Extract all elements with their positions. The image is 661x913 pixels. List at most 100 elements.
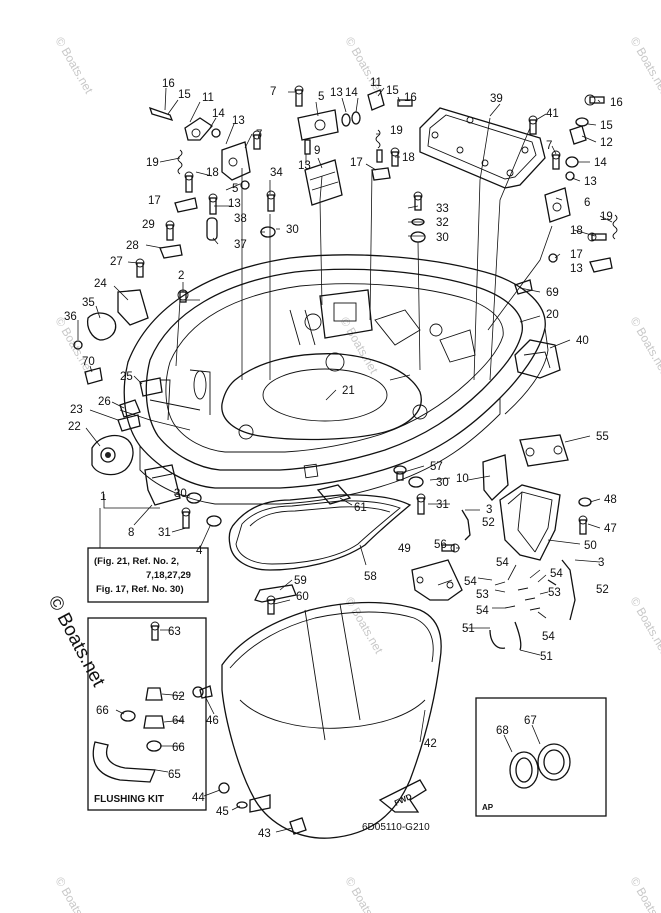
callout: 9 [314,145,320,157]
watermark: © Boats.net [342,875,386,913]
callout: 14 [345,87,358,99]
callout: 25 [120,371,133,383]
callout: 44 [192,792,205,804]
callout: 65 [168,769,181,781]
flushing-kit-label: FLUSHING KIT [94,794,164,805]
watermark: © Boats.net [337,315,381,377]
callout: 55 [596,431,609,443]
callout: 68 [496,725,509,737]
callout: 7 [256,129,262,141]
leader-lines [77,87,613,833]
callout: 49 [398,543,411,555]
callout: 15 [386,85,399,97]
callout: 31 [158,527,171,539]
callout: 15 [178,89,191,101]
callout: 56 [434,539,447,551]
callout: 46 [206,715,219,727]
callouts: 16 15 11 14 13 7 19 18 5 13 17 38 34 29 … [64,77,623,840]
part-40-grommet [514,339,561,379]
upper-right-hardware [514,94,618,295]
watermark: © Boats.net [52,35,96,97]
callout: 63 [168,626,181,638]
callout: 53 [476,589,489,601]
callout: 20 [546,309,559,321]
left-side-parts [73,289,222,529]
callout: 27 [110,256,123,268]
callout: 13 [232,115,245,127]
callout: 70 [82,356,95,368]
callout: 17 [570,249,583,261]
callout: 10 [456,473,469,485]
part-61 [316,484,352,505]
callout: 29 [142,219,155,231]
part-39-plate [419,107,546,189]
drawing-code: 6D05110-G210 [362,822,430,833]
callout: 41 [546,108,559,120]
right-side-parts [393,434,592,651]
callout: 14 [212,108,225,120]
top-cowling [192,584,442,839]
callout: 54 [464,576,477,588]
callout: 16 [162,78,175,90]
callout: 33 [436,203,449,215]
callout: 15 [600,120,613,132]
fwd-label: FWD [393,792,414,808]
callout: 21 [342,385,355,397]
fwd-arrow: FWD [378,779,427,813]
callout: 64 [172,715,185,727]
callout: 66 [96,705,109,717]
callout: 50 [584,540,597,552]
callout: 66 [172,742,185,754]
callout: 18 [402,152,415,164]
callout: 43 [258,828,271,840]
callout: 54 [550,568,563,580]
watermark: © Boats.net [627,35,661,97]
callout: 37 [234,239,247,251]
callout: 48 [604,494,617,506]
callout: 23 [70,404,83,416]
callout: 38 [234,213,247,225]
callout: 42 [424,738,437,750]
callout: 11 [370,77,382,89]
bottom-cowling [119,254,549,505]
reference-note: (Fig. 21, Ref. No. 2, 7,18,27,29 Fig. 17… [87,547,209,603]
callout: 4 [196,545,203,557]
callout: 51 [540,651,553,663]
ap-box: AP [475,697,607,817]
callout: 34 [270,167,283,179]
callout: 17 [148,195,161,207]
callout: 62 [172,691,185,703]
boats-net-watermark: © Boats.net [44,592,110,690]
ap-label: AP [482,803,494,812]
callout: 16 [610,97,623,109]
callout: 36 [64,311,77,323]
seals [228,494,412,571]
callout: 13 [228,198,241,210]
callout: 1 [100,491,106,503]
callout: 45 [216,806,229,818]
watermark: © Boats.net [627,595,661,657]
callout: 14 [594,157,607,169]
callout: 61 [354,502,367,514]
callout: 18 [570,225,583,237]
note-line-2: 7,18,27,29 [146,570,191,581]
callout: 47 [604,523,617,535]
callout: 28 [126,240,139,252]
watermark: © Boats.net [627,315,661,377]
upper-left-hardware [135,106,276,303]
callout: 24 [94,278,107,290]
callout: 53 [548,587,561,599]
watermark: © Boats.net [627,875,661,913]
callout: 30 [286,224,299,236]
callout: 3 [598,557,604,569]
callout: 32 [436,217,449,229]
note-line-3: Fig. 17, Ref. No. 30) [96,584,184,595]
callout: 13 [298,160,311,172]
callout: 26 [98,396,111,408]
callout: 5 [232,183,238,195]
callout: 30 [174,488,187,500]
callout: 19 [390,125,403,137]
callout: 11 [202,92,214,104]
callout: 6 [584,197,590,209]
callout: 7 [546,140,552,152]
